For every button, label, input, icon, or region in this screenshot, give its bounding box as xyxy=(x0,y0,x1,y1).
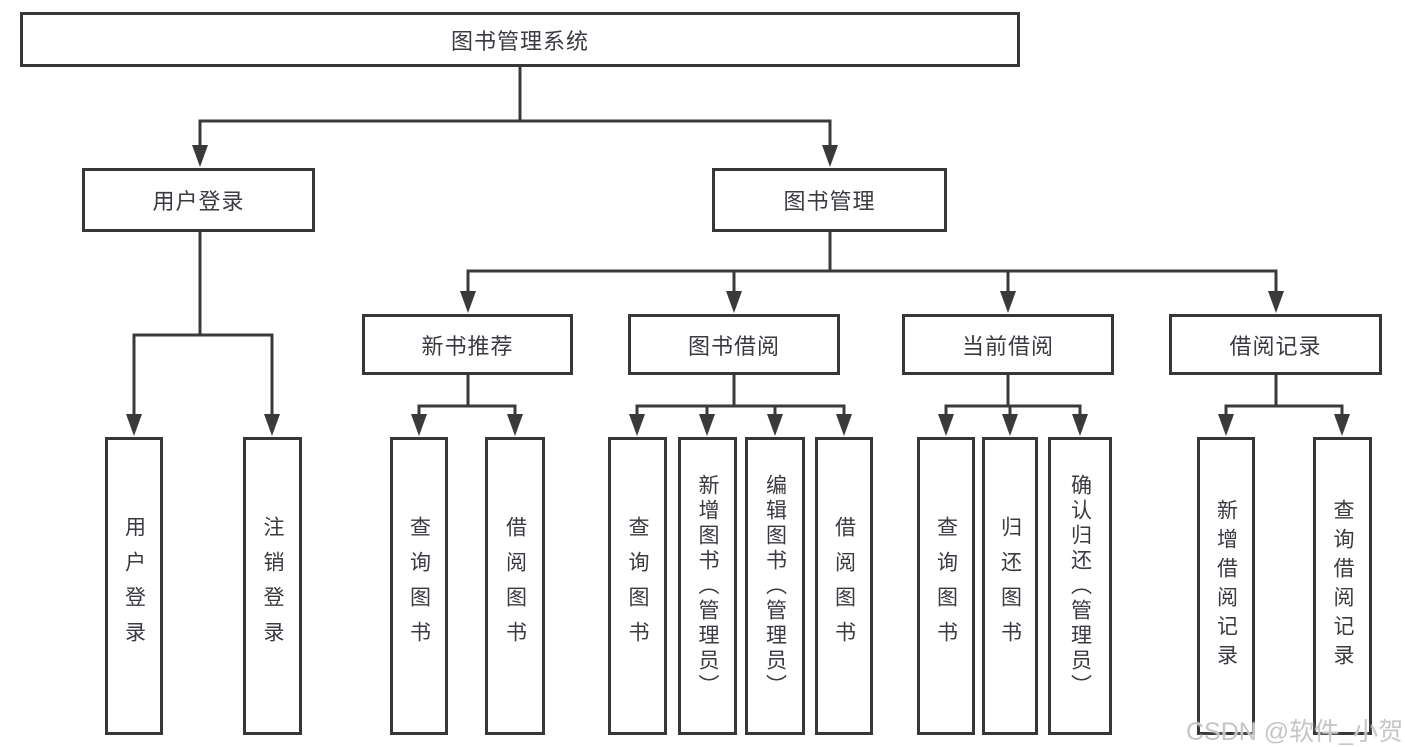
connector-root-to-level2 xyxy=(192,67,838,167)
leaf-logout: 注销登录 xyxy=(243,437,302,735)
node-label: 用户登录 xyxy=(152,189,245,214)
node-label: 查询图书 xyxy=(934,516,958,656)
node-label: 图书管理系统 xyxy=(450,28,589,54)
node-label: 归还图书 xyxy=(998,516,1022,656)
node-label: 查询图书 xyxy=(626,516,649,656)
leaf-bb-add-book-admin: 新增图书（管理员） xyxy=(678,437,737,735)
node-label: 编辑图书（管理员） xyxy=(763,473,787,699)
node-user-login: 用户登录 xyxy=(82,168,315,232)
node-label: 查询图书 xyxy=(407,516,431,656)
node-label: 图书管理 xyxy=(783,189,876,214)
leaf-bb-query-books: 查询图书 xyxy=(608,437,667,735)
node-new-book-recommend: 新书推荐 xyxy=(362,314,573,375)
node-label: 借阅记录 xyxy=(1229,333,1322,359)
node-label: 查询借阅记录 xyxy=(1331,499,1354,673)
connector-book-borrow-children xyxy=(629,375,852,436)
node-label: 新书推荐 xyxy=(421,333,514,359)
node-label: 图书借阅 xyxy=(687,333,780,359)
node-label: 确认归还（管理员） xyxy=(1068,473,1092,699)
leaf-cb-query-books: 查询图书 xyxy=(917,437,975,735)
leaf-br-add-record: 新增借阅记录 xyxy=(1197,437,1255,735)
connector-new-book-recommend-children xyxy=(411,375,523,436)
leaf-bb-edit-book-admin: 编辑图书（管理员） xyxy=(745,437,805,735)
node-label: 当前借阅 xyxy=(961,333,1054,359)
leaf-cb-confirm-return-admin: 确认归还（管理员） xyxy=(1048,437,1112,735)
node-label: 注销登录 xyxy=(261,516,284,656)
node-current-borrow: 当前借阅 xyxy=(902,314,1114,375)
leaf-br-query-record: 查询借阅记录 xyxy=(1313,437,1372,735)
leaf-bb-borrow-books: 借阅图书 xyxy=(815,437,873,735)
node-label: 借阅图书 xyxy=(832,516,856,656)
node-label: 新增图书（管理员） xyxy=(696,473,719,699)
node-book-borrow: 图书借阅 xyxy=(628,314,840,375)
connector-user-login-children xyxy=(126,232,280,436)
csdn-watermark: CSDN @软件_小贺同学 xyxy=(1186,718,1405,746)
connector-borrow-records-children xyxy=(1218,375,1350,436)
node-book-management: 图书管理 xyxy=(712,168,947,232)
connector-book-management-children xyxy=(460,232,1284,313)
node-label: 新增借阅记录 xyxy=(1214,499,1238,673)
leaf-nbr-query-books: 查询图书 xyxy=(390,437,448,735)
node-borrow-records: 借阅记录 xyxy=(1169,314,1382,375)
leaf-nbr-borrow-books: 借阅图书 xyxy=(485,437,545,735)
node-library-management-system: 图书管理系统 xyxy=(20,12,1020,67)
connector-current-borrow-children xyxy=(938,375,1088,436)
node-label: 用户登录 xyxy=(122,516,146,656)
node-label: 借阅图书 xyxy=(503,516,527,656)
leaf-user-login: 用户登录 xyxy=(105,437,163,735)
leaf-cb-return-books: 归还图书 xyxy=(982,437,1038,735)
